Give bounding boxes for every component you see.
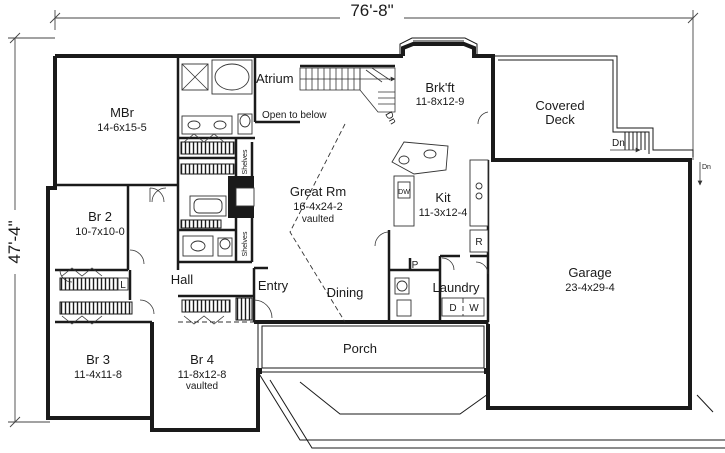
room-br2-size: 10-7x10-0 bbox=[75, 226, 125, 238]
deck-down-label: Dn bbox=[612, 138, 625, 149]
bifold-doors bbox=[61, 133, 225, 325]
room-garage-size: 23-4x29-4 bbox=[565, 282, 615, 294]
depth-dimension-label: 47'-4" bbox=[5, 220, 24, 263]
room-kit-name: Kit bbox=[435, 190, 451, 205]
driveway-walk-lines bbox=[257, 371, 725, 449]
room-br4-name: Br 4 bbox=[190, 352, 214, 367]
porch-label: Porch bbox=[343, 341, 377, 356]
dryer-label: D bbox=[449, 303, 456, 314]
vault-lines bbox=[178, 123, 346, 323]
closets bbox=[59, 141, 253, 321]
overall-depth-dimension: 47'-4" bbox=[4, 32, 55, 428]
hall-label: Hall bbox=[171, 272, 194, 287]
atrium-note: Open to below bbox=[262, 110, 327, 121]
room-kit-size: 11-3x12-4 bbox=[419, 207, 468, 219]
kitchen-fixtures bbox=[391, 141, 489, 253]
garage-down-label: Dn bbox=[702, 164, 711, 171]
porch bbox=[256, 321, 490, 374]
stair-down-label: Dn bbox=[382, 110, 398, 127]
bay-window bbox=[399, 37, 478, 54]
room-br3-size: 11-4x11-8 bbox=[74, 369, 122, 381]
fireplace bbox=[228, 176, 255, 218]
room-mbr-size: 14-6x15-5 bbox=[97, 122, 147, 134]
overall-width-dimension: 76'-8" bbox=[49, 1, 699, 160]
room-br2-name: Br 2 bbox=[88, 209, 112, 224]
atrium-label: Atrium bbox=[256, 71, 294, 86]
laundry-fixtures bbox=[394, 277, 485, 317]
room-mbr-name: MBr bbox=[110, 105, 135, 120]
covered-deck-line2: Deck bbox=[545, 112, 575, 127]
laundry-label: Laundry bbox=[433, 280, 480, 295]
entry-label: Entry bbox=[258, 278, 289, 293]
room-labels: MBr 14-6x15-5 Br 2 10-7x10-0 Br 3 11-4x1… bbox=[74, 71, 615, 392]
master-bath-fixtures bbox=[181, 59, 253, 257]
linen-label: L bbox=[120, 280, 126, 291]
room-brkft-name: Brk'ft bbox=[425, 80, 455, 95]
room-great-rm-size: 16-4x24-2 bbox=[293, 201, 343, 213]
dishwasher-label: DW bbox=[398, 189, 410, 196]
interior-walls bbox=[55, 56, 490, 324]
width-dimension-label: 76'-8" bbox=[350, 1, 393, 20]
fixture-labels: Shelves Shelves Dn Dn DW P R L D W bbox=[120, 138, 711, 314]
room-great-rm-note: vaulted bbox=[302, 214, 334, 225]
room-br4-size: 11-8x12-8 bbox=[178, 369, 227, 381]
dining-label: Dining bbox=[327, 285, 364, 300]
room-brkft-size: 11-8x12-9 bbox=[416, 96, 465, 108]
covered-deck-line1: Covered bbox=[535, 98, 584, 113]
atrium-stair: Dn bbox=[299, 67, 398, 127]
room-br4-note: vaulted bbox=[186, 381, 218, 392]
door-swings bbox=[59, 111, 489, 319]
room-br3-name: Br 3 bbox=[86, 352, 110, 367]
shelves-upper-label: Shelves bbox=[242, 149, 249, 174]
deck-outline bbox=[493, 55, 703, 186]
fridge-label: R bbox=[475, 237, 482, 248]
room-great-rm-name: Great Rm bbox=[290, 184, 346, 199]
shelves-lower-label: Shelves bbox=[242, 231, 249, 256]
pantry-label: P bbox=[412, 260, 419, 271]
washer-label: W bbox=[469, 303, 479, 314]
room-garage-name: Garage bbox=[568, 265, 611, 280]
exterior-walls bbox=[46, 42, 692, 432]
